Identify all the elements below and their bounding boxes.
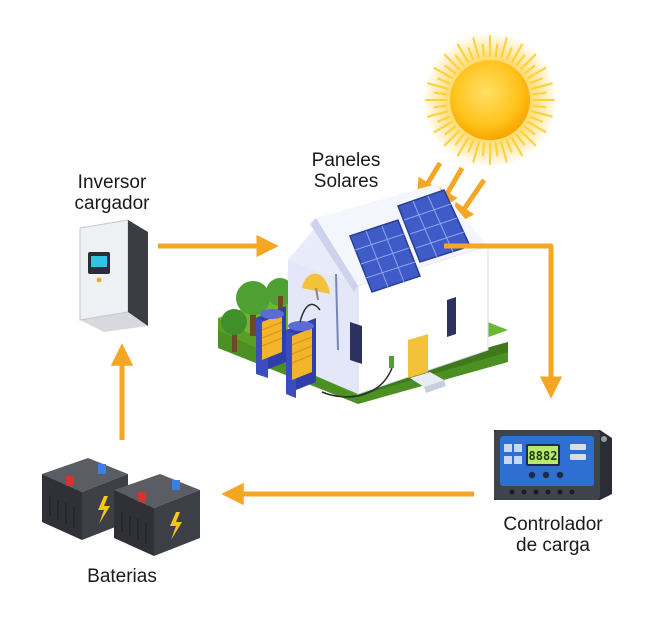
- panels-label-line1: Paneles: [311, 150, 381, 171]
- house-battery-icon: [256, 303, 394, 398]
- arrow-panels-to-controller: [444, 243, 563, 399]
- sun-ray: [443, 53, 460, 70]
- sun-ray: [527, 121, 547, 133]
- battery-icon: [42, 458, 200, 556]
- sun-ray: [433, 91, 448, 96]
- sun-ray: [427, 110, 449, 118]
- batteries-label-text: Baterias: [87, 566, 157, 587]
- sun-ray: [481, 43, 486, 58]
- sun-ray: [472, 141, 480, 163]
- sun-ray: [505, 139, 513, 153]
- panels-label: Paneles Solares: [296, 150, 396, 192]
- sun-ray: [511, 137, 523, 157]
- sun-ray: [433, 67, 453, 79]
- sun-ray: [523, 64, 536, 75]
- sun-ray: [427, 82, 449, 90]
- sun-ray: [527, 67, 547, 79]
- sun-ray: [467, 139, 475, 153]
- sun-ray: [523, 125, 536, 136]
- sun-ray: [494, 43, 499, 58]
- sun-ray: [467, 47, 475, 61]
- controller-label: Controlador de carga: [480, 514, 626, 556]
- sun-ray: [444, 125, 457, 136]
- solar-panel-icon: [349, 189, 472, 293]
- sun-ray: [520, 130, 537, 147]
- inverter-label-line2: cargador: [74, 193, 150, 214]
- batteries-label: Baterias: [64, 566, 180, 587]
- sun-ray: [443, 130, 460, 147]
- sun-ray: [433, 104, 448, 109]
- charge-controller-icon: 8882: [494, 430, 612, 500]
- sun-ray: [444, 64, 457, 75]
- inverter-label: Inversor cargador: [60, 172, 164, 214]
- sun-ray: [454, 133, 465, 146]
- house-illustration: [218, 184, 508, 404]
- sun-ray: [500, 141, 508, 163]
- sun-ray: [472, 37, 480, 59]
- inverter-icon: [79, 219, 148, 332]
- sun-ray: [457, 43, 469, 63]
- sun-ray: [457, 137, 469, 157]
- sun-ray: [454, 54, 465, 67]
- sun-ray: [531, 110, 553, 118]
- sun-ray: [433, 121, 453, 133]
- controller-label-line1: Controlador: [503, 514, 603, 535]
- sun-ray: [532, 91, 547, 96]
- controller-display: 8882: [529, 449, 558, 463]
- sun-ray: [505, 47, 513, 61]
- satellite-dish-icon: [302, 273, 339, 351]
- sun-ray: [531, 82, 553, 90]
- sun-ray: [515, 54, 526, 67]
- sun-ray: [437, 77, 451, 85]
- sun-ray: [532, 104, 547, 109]
- sun-ray: [515, 133, 526, 146]
- flow-arrows: [110, 234, 563, 506]
- controller-label-line2: de carga: [516, 535, 590, 556]
- sun-ray: [520, 53, 537, 70]
- sun-ray: [494, 142, 499, 157]
- panels-label-line2: Solares: [313, 171, 379, 192]
- sun-ray: [481, 142, 486, 157]
- sun-ray: [529, 115, 543, 123]
- sun-ray: [437, 115, 451, 123]
- sun-ray: [500, 37, 508, 59]
- sun-ray: [511, 43, 523, 63]
- inverter-label-line1: Inversor: [77, 172, 147, 193]
- sun-ray: [529, 77, 543, 85]
- sun-icon: [422, 32, 558, 168]
